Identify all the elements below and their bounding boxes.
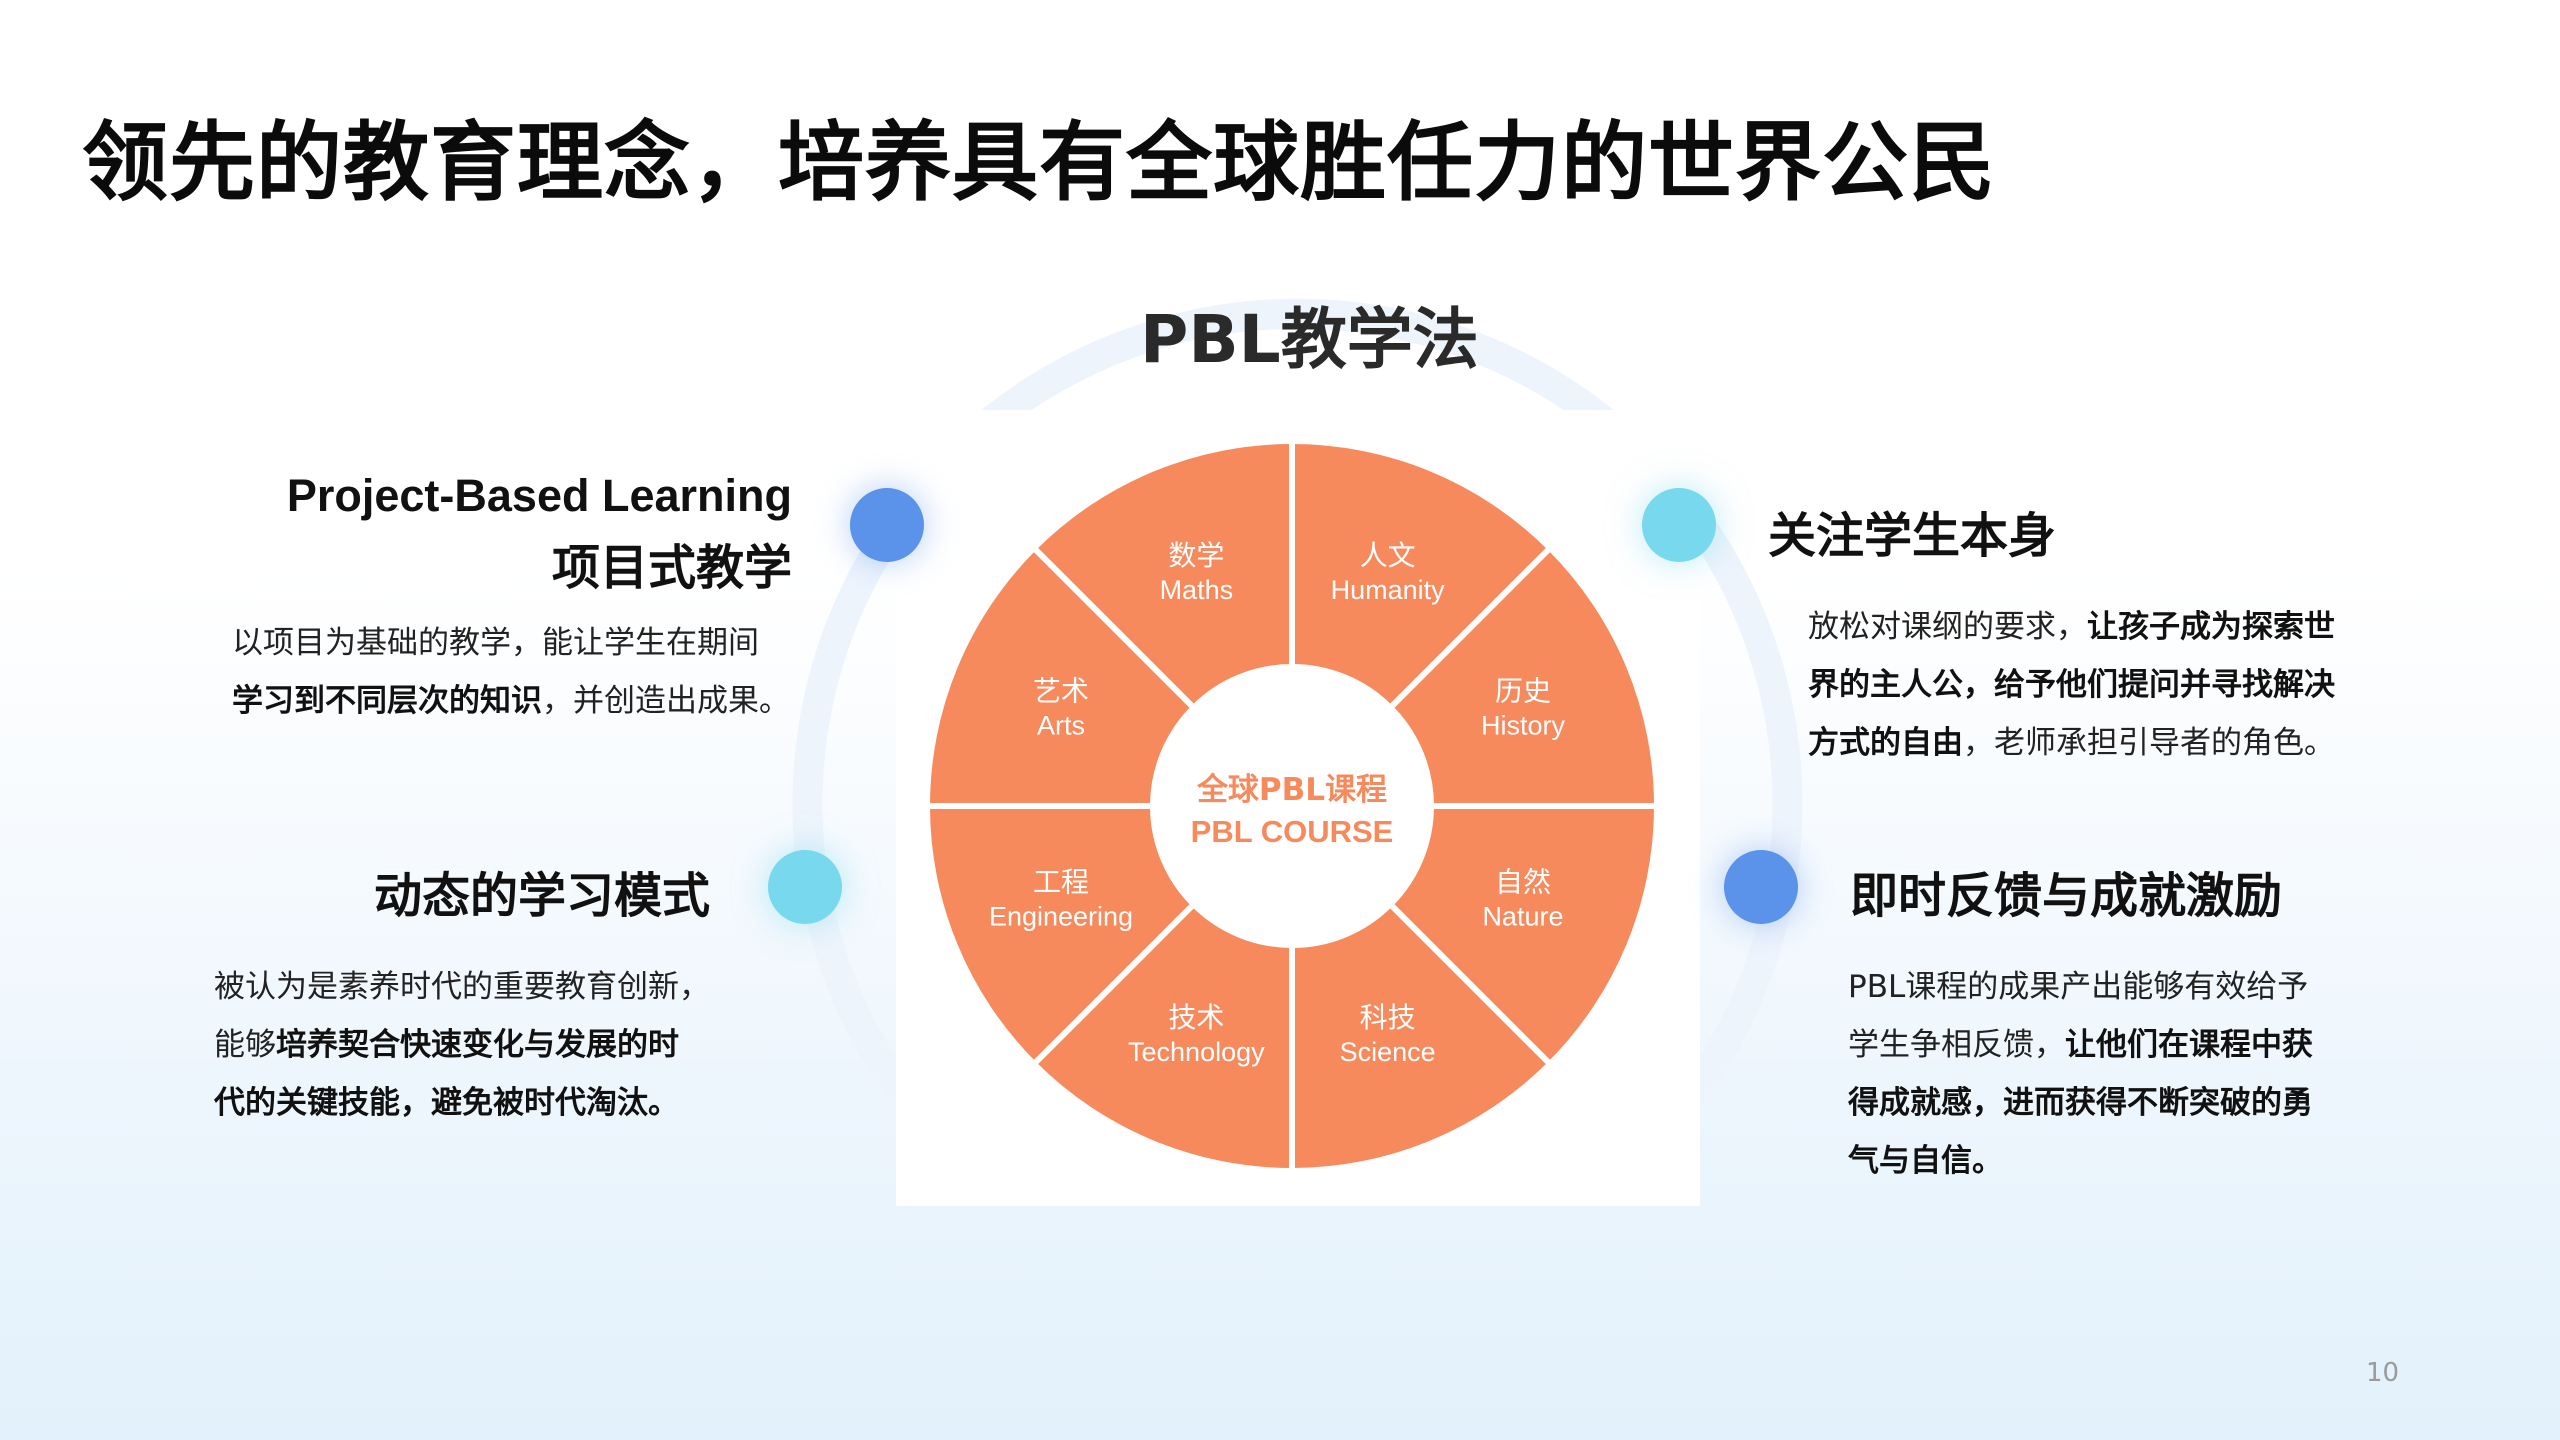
focus-line2-bold: 界的主人公，给予他们提问并寻找解决 <box>1808 667 2335 703</box>
blue-bullet-dot <box>850 488 924 562</box>
wheel-label-en: Engineering <box>989 902 1133 932</box>
project-based-description: 以项目为基础的教学，能让学生在期间 学习到不同层次的知识，并创造出成果。 <box>232 614 812 730</box>
feedback-line4-bold: 气与自信。 <box>1848 1143 2003 1179</box>
project-based-heading-cn: 项目式教学 <box>551 540 792 596</box>
cyan-bullet-dot <box>768 850 842 924</box>
wheel-center-subtitle: PBL COURSE <box>1191 814 1394 849</box>
wheel-label-cn: 历史 <box>1495 674 1551 707</box>
feedback-description: PBL课程的成果产出能够有效给予 学生争相反馈，让他们在课程中获 得成就感，进而… <box>1848 958 2368 1190</box>
dynamic-line3: 代的关键技能，避免被时代淘汰。 <box>214 1074 754 1132</box>
wheel-label-en: History <box>1481 710 1566 740</box>
wheel-segment-science <box>1292 906 1548 1168</box>
blue-bullet-dot <box>1724 850 1798 924</box>
wheel-label-cn: 科技 <box>1360 1001 1416 1034</box>
wheel-segment-humanity <box>1292 444 1548 706</box>
project-based-heading-en: Project-Based Learning <box>286 470 792 521</box>
focus-line1-bold: 让孩子成为探索世 <box>2087 609 2335 645</box>
wheel-label-en: Science <box>1340 1037 1436 1067</box>
project-based-line2-bold: 学习到不同层次的知识 <box>232 683 542 719</box>
focus-line3: 方式的自由，老师承担引导者的角色。 <box>1808 714 2368 772</box>
feedback-heading: 即时反馈与成就激励 <box>1850 868 2283 924</box>
wheel-segment-engineering <box>930 806 1192 1062</box>
dynamic-line1: 被认为是素养时代的重要教育创新， <box>214 969 710 1005</box>
diagram-title: PBL教学法 <box>1140 301 1479 378</box>
feedback-line3-bold: 得成就感，进而获得不断突破的勇 <box>1848 1085 2313 1121</box>
wheel-segment-arts <box>930 550 1192 806</box>
wheel-label-en: Humanity <box>1331 575 1446 605</box>
feedback-line2-pre: 学生争相反馈， <box>1848 1027 2065 1063</box>
feedback-line1: PBL课程的成果产出能够有效给予 <box>1848 969 2309 1005</box>
wheel-label-en: Technology <box>1128 1037 1265 1067</box>
wheel-segment-nature <box>1392 806 1654 1062</box>
focus-line1: 放松对课纲的要求，让孩子成为探索世 <box>1808 598 2368 656</box>
slide-title: 领先的教育理念，培养具有全球胜任力的世界公民 <box>82 113 1996 213</box>
project-based-line1: 以项目为基础的教学，能让学生在期间 <box>232 625 759 661</box>
focus-line1-pre: 放松对课纲的要求， <box>1808 609 2087 645</box>
wheel-segment-technology <box>1036 906 1292 1168</box>
focus-student-description: 放松对课纲的要求，让孩子成为探索世 界的主人公，给予他们提问并寻找解决 方式的自… <box>1808 598 2368 772</box>
dynamic-line3-bold: 代的关键技能，避免被时代淘汰。 <box>214 1085 679 1121</box>
wheel-label-cn: 技术 <box>1168 1001 1224 1034</box>
wheel-center-title: 全球PBL课程 <box>1196 772 1387 808</box>
project-based-line2: 学习到不同层次的知识，并创造出成果。 <box>232 672 812 730</box>
wheel-separator <box>1031 904 1194 1067</box>
dynamic-line2-pre: 能够 <box>214 1027 276 1063</box>
wheel-segment-maths <box>1036 444 1292 706</box>
wheel-separator <box>1031 545 1194 708</box>
feedback-line2-bold: 让他们在课程中获 <box>2065 1027 2313 1063</box>
focus-student-heading: 关注学生本身 <box>1768 508 2057 564</box>
feedback-line3: 得成就感，进而获得不断突破的勇 <box>1848 1074 2368 1132</box>
focus-line3-bold: 方式的自由 <box>1808 725 1963 761</box>
dynamic-learning-description: 被认为是素养时代的重要教育创新， 能够培养契合快速变化与发展的时 代的关键技能，… <box>214 958 754 1132</box>
wheel-label-cn: 工程 <box>1033 866 1089 899</box>
wheel-label-cn: 人文 <box>1360 539 1416 572</box>
wheel-label-cn: 自然 <box>1495 866 1551 899</box>
feedback-line4: 气与自信。 <box>1848 1132 2368 1190</box>
wheel-label-en: Arts <box>1037 710 1085 740</box>
wheel-separator <box>1390 904 1553 1067</box>
wheel-separator <box>1390 545 1553 708</box>
wheel-label-en: Nature <box>1482 902 1563 932</box>
dynamic-line2: 能够培养契合快速变化与发展的时 <box>214 1016 754 1074</box>
wheel-label-en: Maths <box>1160 575 1234 605</box>
dynamic-learning-heading: 动态的学习模式 <box>373 868 710 924</box>
wheel-label-cn: 数学 <box>1168 539 1224 572</box>
wheel-segment-history <box>1392 550 1654 806</box>
dynamic-line2-bold: 培养契合快速变化与发展的时 <box>276 1027 679 1063</box>
project-based-line2-rest: ，并创造出成果。 <box>542 683 790 719</box>
focus-line2: 界的主人公，给予他们提问并寻找解决 <box>1808 656 2368 714</box>
cyan-bullet-dot <box>1642 488 1716 562</box>
focus-line3-rest: ，老师承担引导者的角色。 <box>1963 725 2335 761</box>
wheel-label-cn: 艺术 <box>1033 674 1089 707</box>
page-number: 10 <box>2366 1358 2400 1388</box>
wheel-center-circle <box>1154 668 1430 944</box>
feedback-line2: 学生争相反馈，让他们在课程中获 <box>1848 1016 2368 1074</box>
